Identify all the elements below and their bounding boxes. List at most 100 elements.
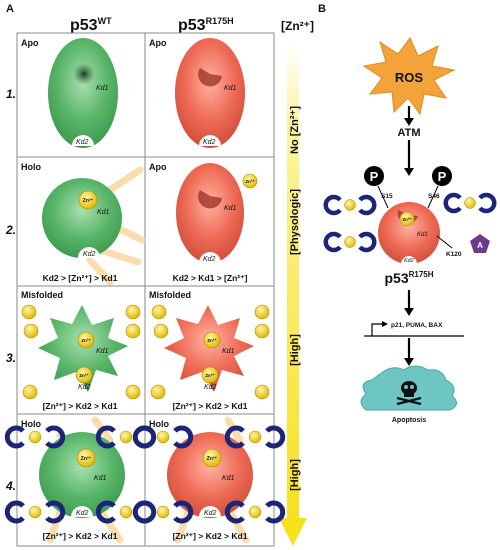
kd2-label: Kd2 <box>76 510 89 517</box>
zinc-chelator-icon <box>443 192 497 214</box>
p53-wt-holo-protein <box>39 432 125 518</box>
gradient-label-physiologic: [Physologic] <box>289 189 301 255</box>
zinc-chelator-icon <box>323 231 377 253</box>
k120-line <box>436 235 453 249</box>
target-genes: p21, PUMA, BAX <box>391 322 443 329</box>
p53-mut-misfolded-protein <box>164 305 254 392</box>
kd1-label: Kd1 <box>96 348 109 355</box>
protein-name-sup: R175H <box>409 270 434 279</box>
kd1-label: Kd1 <box>96 85 109 92</box>
transcription-block: p21, PUMA, BAX <box>364 321 464 337</box>
gradient-label-high-1: [High] <box>289 334 301 366</box>
state-label: Holo <box>149 419 169 429</box>
gradient-label-high-2: [High] <box>289 459 301 491</box>
p53-wt-apo-protein <box>48 38 118 148</box>
zn-label: Zn²⁺ <box>207 338 217 343</box>
zn-label: Zn²⁺ <box>83 198 94 204</box>
cell-r4-mut: Holo Zn²⁺ Kd1 Kd2 [Zn²⁺] > Kd2 > Kd1 <box>149 416 253 544</box>
protein-name: p53R175H <box>384 270 433 286</box>
p53-mut-apo-protein <box>176 163 244 263</box>
zn-label: Zn²⁺ <box>402 217 412 222</box>
kd2-site <box>78 247 100 258</box>
zinc-ion-icon <box>202 448 222 468</box>
kd1-label: Kd1 <box>222 475 235 482</box>
arrow-head <box>404 118 414 126</box>
zinc-ion-icon <box>254 323 270 339</box>
kd1-label: Kd1 <box>94 475 107 482</box>
kd1-label: Kd1 <box>224 205 237 212</box>
zn-gradient-arrow <box>279 42 307 546</box>
kd1-label: Kd1 <box>222 348 235 355</box>
k120-label: K120 <box>446 251 462 258</box>
panel-a-letter: A <box>6 3 14 15</box>
kd2-label: Kd2 <box>203 256 216 263</box>
kd2-site <box>199 252 221 263</box>
zinc-ion-icon <box>150 384 166 400</box>
zinc-ion-icon <box>242 173 258 189</box>
acetyl-icon: A <box>470 234 490 253</box>
state-label: Apo <box>149 38 167 48</box>
column-header-wt: p53WT <box>70 16 112 34</box>
row-number-2: 2. <box>5 223 16 237</box>
p53-wt-holo-protein <box>42 178 122 258</box>
cell-r3-mut: Misfolded Zn²⁺ Zn²⁺ Kd1 Kd2 [Zn²⁺] > Kd2… <box>149 290 270 411</box>
condition-text: [Zn²⁺] > Kd2 > Kd1 <box>43 531 118 541</box>
zinc-ion-icon <box>23 323 39 339</box>
col-wt-sup: WT <box>98 16 112 26</box>
zinc-ion-icon <box>151 304 167 320</box>
zinc-ion-icon <box>201 366 219 384</box>
row-number-1: 1. <box>6 87 16 101</box>
zn-label: Zn²⁺ <box>81 456 92 462</box>
condition-text: [Zn²⁺] > Kd2 > Kd1 <box>173 401 248 411</box>
state-label: Apo <box>149 162 167 172</box>
ros-label: ROS <box>395 70 424 85</box>
p53-wt-misfolded-protein <box>38 305 128 392</box>
kd2-label: Kd2 <box>76 139 89 146</box>
zinc-ion-icon <box>75 366 93 384</box>
zinc-ion-icon <box>254 304 270 320</box>
zinc-chelator-icon <box>323 194 377 216</box>
col-wt-label: p53 <box>70 17 98 34</box>
zinc-ion-icon <box>254 384 270 400</box>
zn-label: Zn²⁺ <box>79 373 89 378</box>
phospho-icon <box>432 166 452 186</box>
zinc-ion-icon <box>125 384 141 400</box>
s46-label: S46 <box>428 193 440 200</box>
kd2-label: Kd2 <box>78 384 91 391</box>
zn-label: Zn²⁺ <box>81 338 91 343</box>
state-label: Misfolded <box>149 290 191 300</box>
svg-text:p53R175H: p53R175H <box>178 16 234 34</box>
s15-label: S15 <box>381 193 393 200</box>
cell-r1-wt: Apo Kd1 Kd2 <box>21 38 118 148</box>
arrow-head <box>404 308 414 316</box>
kd2-label: Kd2 <box>204 510 217 517</box>
kd1-label: Kd1 <box>417 232 428 238</box>
condition-text: Kd2 > [Zn²⁺] > Kd1 <box>43 273 118 283</box>
zinc-chelator-icons-b <box>323 192 497 253</box>
state-label: Apo <box>21 38 39 48</box>
condition-text: [Zn²⁺] > Kd2 > Kd1 <box>43 401 118 411</box>
state-label: Holo <box>21 162 41 172</box>
condition-text: [Zn²⁺] > Kd2 > Kd1 <box>173 531 248 541</box>
zn-axis-title: [Zn²⁺] <box>281 19 314 33</box>
arrow-head <box>404 168 414 176</box>
kd1-label: Kd1 <box>224 85 237 92</box>
phospho-icon <box>364 166 384 186</box>
state-label: Holo <box>21 419 41 429</box>
p53-r175h-protein: Zn²⁺ Kd1 Kd2 <box>378 202 440 264</box>
acetyl-label: A <box>477 241 483 250</box>
zinc-ion-icon <box>399 211 415 227</box>
cell-r1-mut: Apo Kd1 Kd2 <box>149 38 245 148</box>
phospho-s15: P S15 <box>364 166 393 209</box>
binding-pocket <box>73 63 95 85</box>
p53-mut-apo-protein <box>175 38 245 148</box>
panel-a-grid <box>16 32 275 547</box>
zinc-ion-icon <box>77 331 95 349</box>
kd2-site <box>199 135 221 146</box>
atm-label: ATM <box>397 127 420 139</box>
kd2-label: Kd2 <box>204 384 217 391</box>
zinc-ion-icon <box>153 323 169 339</box>
cell-r2-wt: Holo Zn²⁺ Kd1 Kd2 Kd2 > [Zn²⁺] > Kd1 <box>21 162 146 286</box>
distorted-pocket <box>198 190 222 209</box>
